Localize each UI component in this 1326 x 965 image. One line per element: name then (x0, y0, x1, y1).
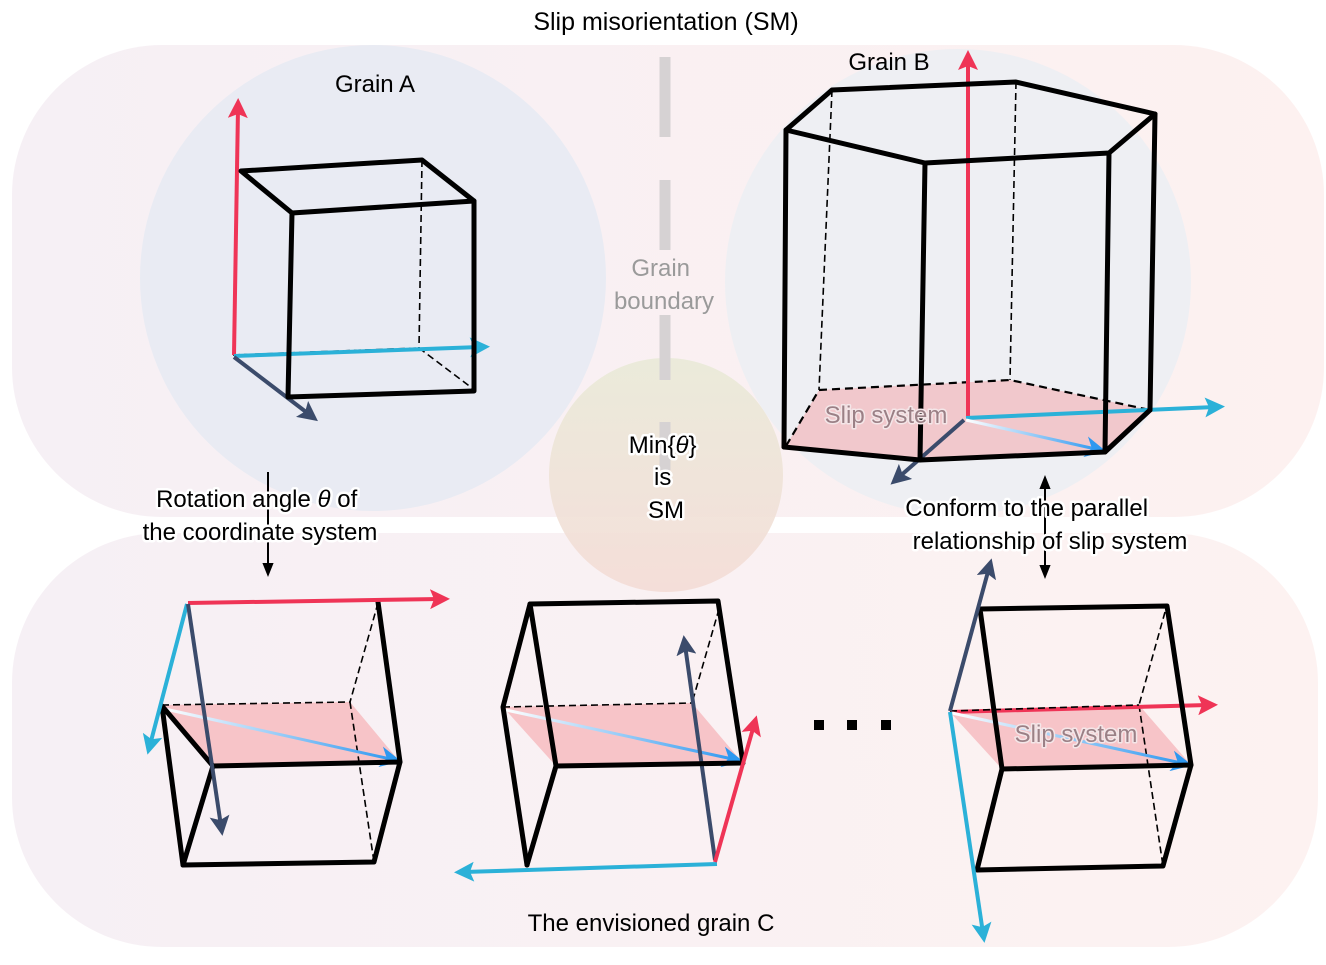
theta-symbol: θ (675, 432, 688, 459)
conform-note-line1: Conform to the parallel (905, 495, 1148, 522)
min-theta-suffix: } (689, 432, 697, 459)
slip-direction (951, 711, 1193, 772)
theta-symbol: θ (318, 486, 331, 513)
rotation-note: Rotation angle θ of the coordinate syste… (143, 486, 378, 546)
grain-a-circle (140, 45, 606, 511)
grain-a-axis-red (227, 98, 248, 356)
min-theta-line2: is (654, 464, 671, 491)
grain-c-cube-3: Slip system (948, 558, 1218, 943)
axis-red (187, 589, 450, 610)
rotation-note-post: of (331, 486, 358, 513)
grain-a-axis-cyan (233, 337, 490, 358)
min-theta-circle (549, 358, 783, 592)
rotation-note-pre: Rotation angle (156, 486, 317, 513)
grain-b-slip-label: Slip system (825, 402, 948, 429)
axis-navy (948, 558, 997, 712)
axis-navy (186, 603, 230, 836)
axis-red (713, 715, 761, 863)
conform-note: Conform to the parallel relationship of … (905, 495, 1187, 555)
grain-b-axis-cyan (965, 397, 1225, 420)
diagram-title: Slip misorientation (SM) (533, 8, 798, 36)
grain-b-hexagonal-prism: Slip system (781, 50, 1225, 485)
grain-b-axis-navy (890, 418, 966, 485)
min-theta-line3: SM (648, 497, 684, 524)
grain-c-slip-label: Slip system (1015, 721, 1138, 748)
grain-b-label: Grain B (848, 49, 929, 76)
axis-navy (676, 635, 717, 861)
min-theta-label: Min{θ} is SM (629, 432, 703, 524)
grain-boundary-line1: Grain (631, 255, 690, 282)
grain-a-axis-navy (232, 355, 318, 422)
grain-c-label: The envisioned grain C (528, 910, 775, 937)
rotation-note-line2: the coordinate system (143, 519, 378, 546)
ellipsis-icon (814, 720, 891, 730)
grain-boundary-line2: boundary (614, 288, 714, 315)
grain-boundary-label: Grain boundary (614, 255, 714, 315)
grain-b-slip-direction (965, 418, 1107, 458)
axis-cyan (454, 861, 718, 882)
grain-a-label: Grain A (335, 71, 415, 98)
axis-cyan (948, 711, 992, 943)
grain-c-cube-2 (454, 598, 761, 882)
grain-c-cube-1 (142, 589, 450, 868)
min-theta-prefix: Min{ (629, 432, 676, 459)
axis-cyan (142, 603, 189, 755)
conform-note-line2: relationship of slip system (913, 528, 1188, 555)
grain-a-cube (227, 98, 490, 422)
